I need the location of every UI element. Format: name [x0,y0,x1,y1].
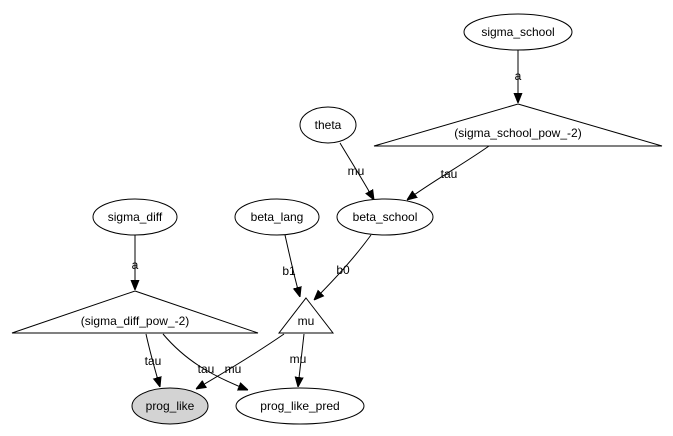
node-label-prog-like: prog_like [146,399,195,413]
edge-label-mu-theta: mu [348,164,365,178]
edge-label-b0: b0 [336,263,350,277]
edge-mu-to-prog-like: mu [196,333,285,389]
node-shape-sigma-school-pow [373,103,663,147]
nodes: sigma_school (sigma_school_pow_-2) theta… [11,13,663,425]
node-label-beta-school: beta_school [353,210,418,224]
edge-label-b1: b1 [282,264,296,278]
edge-label-mu-prog-like-pred: mu [290,352,307,366]
node-shape-beta-lang [234,198,320,236]
node-shape-beta-school [336,198,434,236]
edge-sigma-diff-pow-to-prog-like: tau [145,333,162,387]
node-mu[interactable]: mu [277,297,335,334]
node-shape-sigma-diff [92,198,178,236]
node-label-theta: theta [315,118,342,132]
edge-beta-lang-to-mu: b1 [282,234,300,297]
node-prog-like[interactable]: prog_like [131,387,209,425]
edge-beta-school-to-mu: b0 [314,234,372,300]
node-shape-theta [299,106,357,144]
node-label-beta-lang: beta_lang [251,210,304,224]
node-theta[interactable]: theta [299,106,357,144]
node-label-prog-like-pred: prog_like_pred [260,399,339,413]
edges: a tau mu b0 b1 a tau tau [132,50,522,390]
node-beta-school[interactable]: beta_school [336,198,434,236]
edge-label-tau-prog-like: tau [145,354,162,368]
edge-sigma-diff-pow-to-prog-like-pred: tau [162,333,248,390]
node-sigma-school-pow[interactable]: (sigma_school_pow_-2) [373,103,663,147]
edge-label-a-diff: a [132,258,139,272]
edge-label-tau-school: tau [441,167,458,181]
edge-label-tau-prog-like-pred: tau [198,362,215,376]
node-beta-lang[interactable]: beta_lang [234,198,320,236]
edge-sigma-school-pow-to-beta-school: tau [407,145,490,200]
node-shape-sigma-school [463,13,573,51]
node-label-mu: mu [298,314,315,328]
node-shape-prog-like-pred [235,387,365,425]
node-sigma-diff[interactable]: sigma_diff [92,198,178,236]
node-label-sigma-school-pow: (sigma_school_pow_-2) [454,126,581,140]
node-prog-like-pred[interactable]: prog_like_pred [235,387,365,425]
node-shape-sigma-diff-pow [11,290,259,334]
node-sigma-school[interactable]: sigma_school [463,13,573,51]
node-shape-mu [277,297,335,334]
edge-sigma-school-to-pow: a [515,50,522,103]
node-label-sigma-diff-pow: (sigma_diff_pow_-2) [81,314,190,328]
edge-label-mu-prog-like: mu [225,362,242,376]
edge-mu-to-prog-like-pred: mu [290,333,307,387]
edge-sigma-diff-to-pow: a [132,235,139,290]
node-label-sigma-diff: sigma_diff [108,210,163,224]
edge-label-a-school: a [515,69,522,83]
node-sigma-diff-pow[interactable]: (sigma_diff_pow_-2) [11,290,259,334]
node-shape-prog-like [131,387,209,425]
edge-theta-to-beta-school: mu [339,142,374,200]
node-label-sigma-school: sigma_school [481,25,554,39]
